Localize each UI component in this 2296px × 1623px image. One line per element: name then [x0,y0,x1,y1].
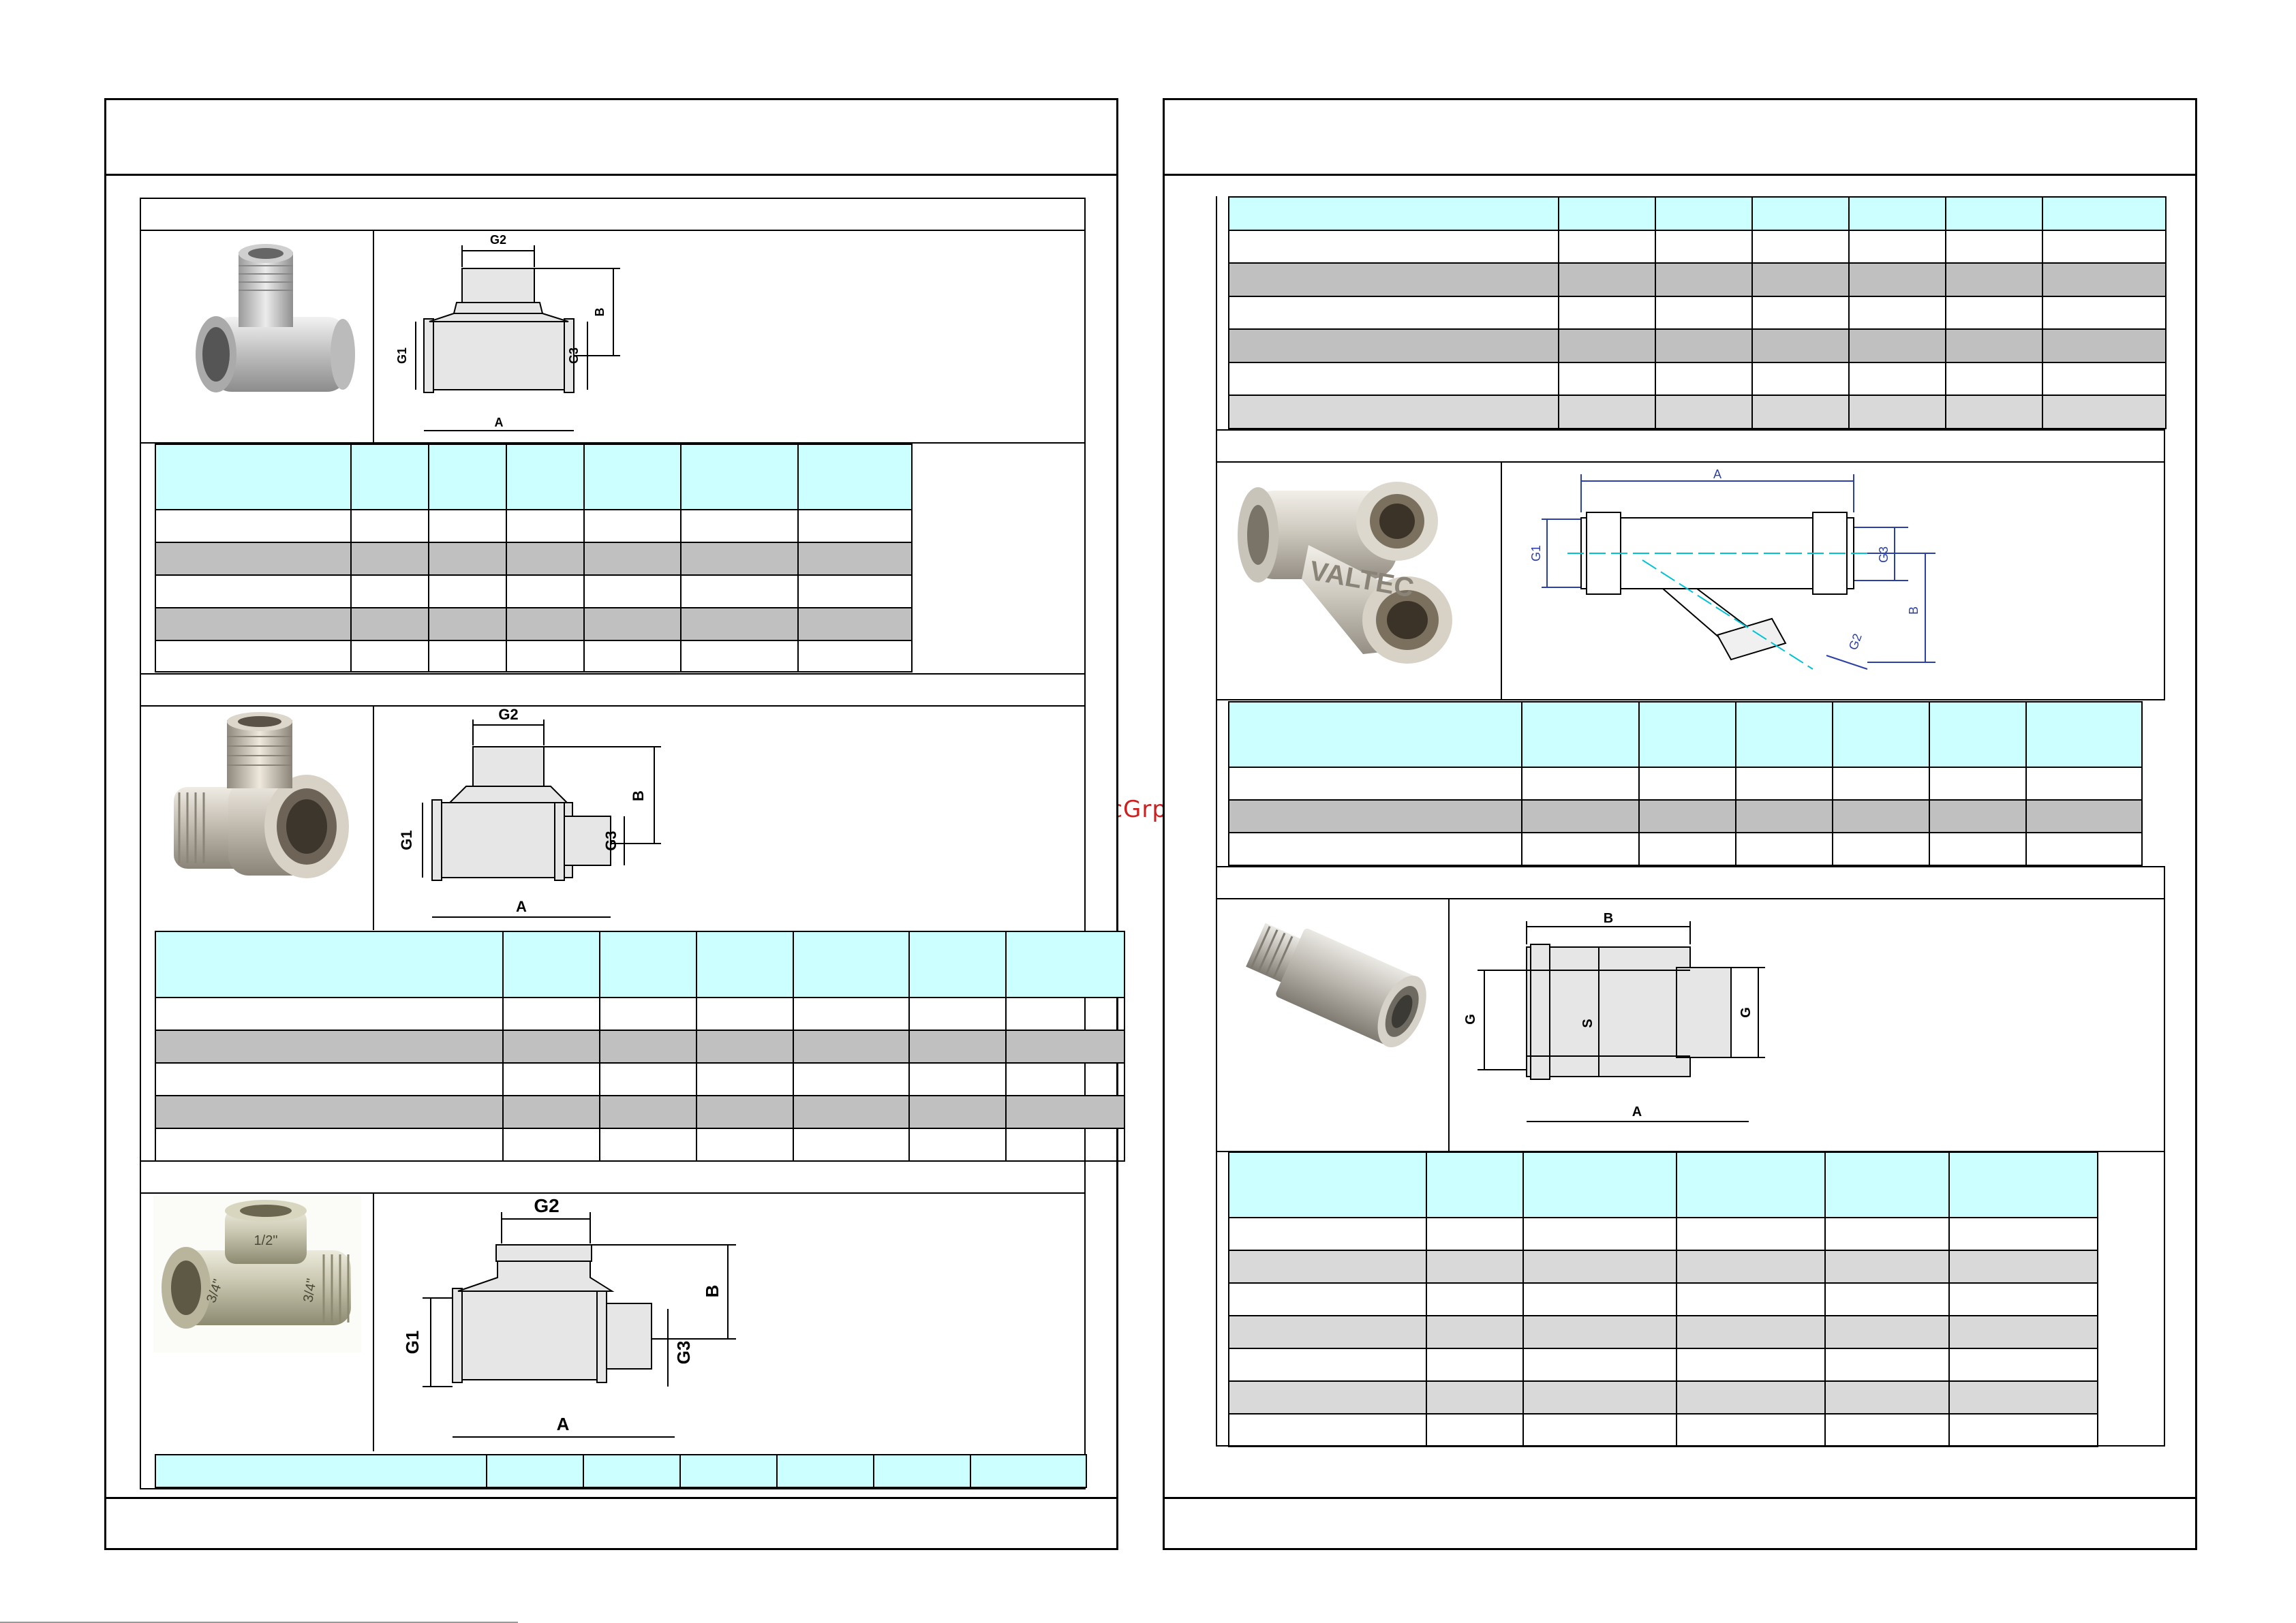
drawing-label-a: A [1632,1104,1642,1119]
drawing-label-g-left: G [1465,1014,1478,1025]
spec-table-4 [1228,196,2167,429]
drawing-label-b: B [1604,911,1613,926]
tee-drawing-2: G2 B G1 G3 A [398,707,661,918]
drawing-label-a: A [516,898,527,915]
section-divider [1216,1151,2165,1152]
drawing-label-g3: G3 [673,1341,694,1365]
section-title-bar [1216,461,2165,463]
section-title-bar [140,705,1086,707]
right-page-footer [1165,1497,2195,1548]
spec-table-1 [155,444,913,673]
drawing-label-b: B [630,790,647,801]
drawing-label-g2: G2 [498,707,518,723]
tee-photo-1 [174,238,358,422]
section-divider [140,442,1086,444]
drawing-label-g1: G1 [402,1331,423,1355]
section-divider [1448,898,1450,1151]
tee-photo-2 [160,712,358,916]
right-frame-left-edge [1216,196,1217,1447]
section-divider [1501,461,1502,700]
section-title-bar [1216,898,2165,899]
extension-nipple-drawing: B G S G A [1465,911,1765,1122]
drawing-label-a: A [557,1414,570,1434]
left-page-header [106,100,1116,176]
section-divider [373,230,374,443]
right-page-header [1165,100,2195,176]
drawing-label-g2: G2 [534,1196,559,1216]
section-title-bar [140,230,1086,231]
section-title-bar [140,1192,1086,1194]
spec-table-5 [1228,701,2143,866]
drawing-label-g2: G2 [490,233,506,247]
drawing-label-b: B [593,308,607,317]
drawing-label-g3: G3 [602,831,619,850]
strainer-photo: VALTEC [1227,470,1493,688]
strainer-drawing: A G1 G3 B G2 [1529,467,1935,670]
drawing-label-b: B [702,1285,722,1298]
drawing-label-g1: G1 [395,347,409,364]
tee-drawing-3: G2 B G1 G3 A [402,1196,736,1438]
spec-table-3 [155,1454,1087,1488]
left-page-footer [106,1497,1116,1548]
section-divider [373,1192,374,1451]
drawing-label-b: B [1907,606,1920,615]
bottom-rule [0,1622,518,1623]
drawing-label-g3: G3 [1877,546,1891,563]
drawing-label-g1: G1 [398,830,415,850]
tee-photo-3: 1/2" 3/4" 3/4" [153,1196,361,1352]
drawing-label-a: A [1713,467,1721,481]
section-divider [373,705,374,930]
drawing-label-g3: G3 [567,347,581,364]
section-divider [140,1160,1086,1162]
drawing-label-g2: G2 [1846,632,1865,651]
drawing-label-g1: G1 [1529,545,1543,561]
extension-nipple-photo [1227,906,1438,1083]
tee-drawing-1: G2 B G1 G3 A [395,233,620,431]
drawing-label-s: S [1580,1019,1595,1027]
spec-table-6 [1228,1151,2098,1447]
section-divider [140,673,1086,675]
photo-marking-1-2: 1/2" [254,1233,278,1248]
drawing-label-a: A [495,416,504,429]
drawing-label-g-right: G [1739,1007,1754,1018]
spec-table-2 [155,931,1125,1162]
